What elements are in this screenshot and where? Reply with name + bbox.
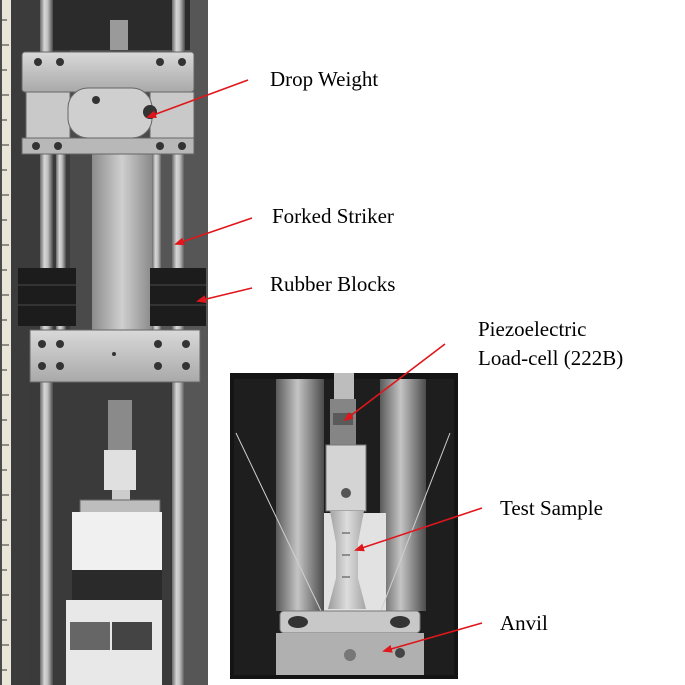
rubber-blocks-label: Rubber Blocks [270, 272, 396, 296]
drop-weight-label: Drop Weight [270, 67, 379, 91]
test-sample-label: Test Sample [500, 496, 603, 520]
load-cell-label-line2: Load-cell (222B) [478, 346, 624, 370]
test-sample-closeup-photo [230, 373, 458, 679]
load-cell-label-line1: Piezoelectric [478, 317, 587, 341]
drop-tower-photo [0, 0, 208, 685]
anvil-label: Anvil [500, 611, 548, 635]
forked-striker-label: Forked Striker [272, 204, 394, 228]
